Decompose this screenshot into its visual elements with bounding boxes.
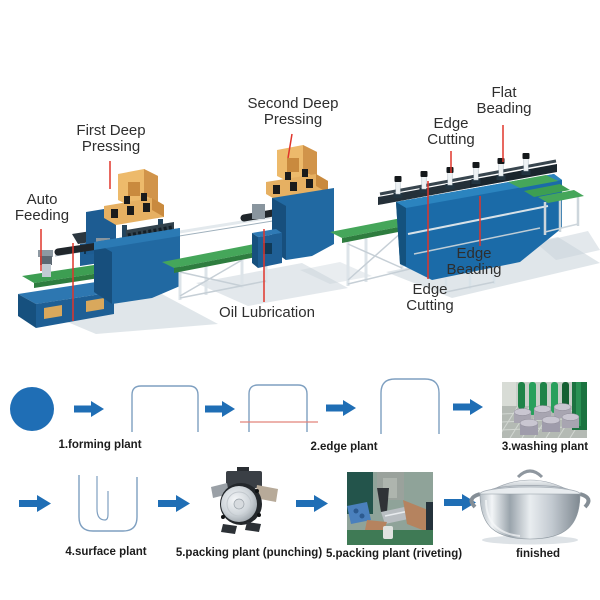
callout-edge-cutting-upper: Edge Cutting [427, 116, 475, 148]
process-flow-section: 1.forming plant 2.edge plant 3.washing p… [0, 345, 600, 600]
second-press-machine [240, 145, 334, 268]
step-label-packing-riveting: 5.packing plant (riveting) [325, 548, 463, 560]
auto-feeding-machine [18, 228, 116, 328]
callout-auto-feeding: Auto Feeding [15, 192, 69, 224]
oil-lubrication-cabinet [252, 229, 282, 268]
callout-label: Edge Cutting [427, 115, 475, 148]
tool-stations [393, 153, 531, 198]
first-press-machine [54, 169, 180, 304]
step-label-forming-plant: 1.forming plant [58, 439, 142, 451]
pot-handle-left [469, 492, 481, 509]
step-label-surface-plant: 4.surface plant [65, 546, 147, 558]
finished-pot-photo [469, 469, 591, 545]
washed-pots [513, 403, 580, 435]
edged-cup-profile [380, 378, 440, 434]
flow-arrow-icon [158, 495, 190, 512]
callout-first-deep-pressing: First Deep Pressing [76, 123, 145, 155]
step-label-edge-plant: 2.edge plant [310, 441, 378, 453]
callout-label: Flat Beading [476, 84, 532, 117]
riveting-photo [347, 472, 433, 545]
callout-second-deep-pressing: Second Deep Pressing [248, 96, 339, 128]
production-line-art [18, 125, 600, 334]
flow-arrow-icon [205, 401, 235, 417]
step-label-finished: finished [515, 548, 561, 560]
flow-arrow-icon [444, 494, 476, 511]
metal-disc-shape [10, 387, 54, 431]
step-label-washing-plant: 3.washing plant [501, 441, 589, 453]
flow-arrow-icon [453, 399, 483, 415]
drawn-cup-profile-1 [131, 385, 199, 432]
lid-handle [516, 469, 544, 479]
callout-label: Edge Cutting [406, 281, 454, 314]
callout-oil-lubrication: Oil Lubrication [219, 305, 315, 321]
production-line-section: Auto Feeding First Deep Pressing Second … [15, 85, 600, 334]
finishing-line-machine [378, 153, 584, 294]
callout-flat-beading: Flat Beading [476, 85, 531, 117]
drawn-cup-profile-trim [240, 384, 318, 432]
flow-arrow-icon [296, 495, 328, 512]
callout-label: Second Deep Pressing [247, 95, 339, 128]
flow-arrow-icon [19, 495, 51, 512]
washing-plant-photo [502, 382, 587, 438]
callout-edge-beading: Edge Beading [446, 246, 501, 278]
punching-machine-photo [211, 467, 278, 534]
polished-pot-profile [78, 475, 138, 532]
callout-label: First Deep Pressing [76, 122, 146, 155]
step-label-packing-punching: 5.packing plant (punching) [175, 547, 323, 559]
pot-handle-right [579, 492, 591, 509]
output-stand [538, 190, 584, 235]
callout-label: Oil Lubrication [219, 304, 315, 321]
flow-arrow-icon [74, 401, 104, 417]
callout-pointer-lines [40, 125, 504, 321]
callout-label: Edge Beading [446, 245, 502, 278]
callout-label: Auto Feeding [14, 191, 70, 224]
callout-edge-cutting-lower: Edge Cutting [406, 282, 454, 314]
flow-arrow-icon [326, 400, 356, 416]
